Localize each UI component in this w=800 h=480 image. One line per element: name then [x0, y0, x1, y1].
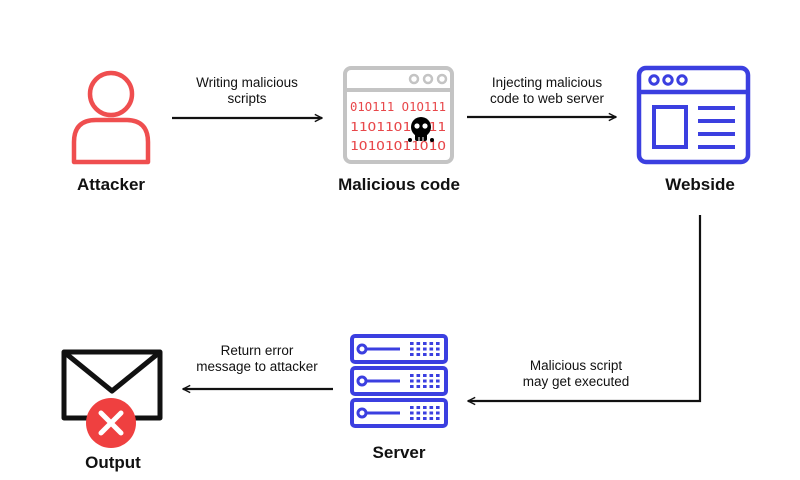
server-vent [416, 411, 421, 415]
server-vent [423, 411, 427, 415]
server-vent [429, 379, 434, 383]
server-vent [423, 379, 427, 383]
server-vent [429, 353, 434, 356]
server-vent [429, 385, 434, 388]
label-server: Server [372, 443, 426, 462]
server-vent [429, 347, 434, 351]
server-vent [410, 353, 414, 356]
server-indicator-icon [356, 343, 368, 355]
server-vent [429, 374, 434, 377]
server-vent [436, 374, 440, 377]
server-vent [416, 347, 421, 351]
server-vent [436, 347, 440, 351]
server-vent [429, 411, 434, 415]
browser-window-icon [636, 65, 751, 165]
server-indicator-icon [356, 375, 368, 387]
server-vent [410, 385, 414, 388]
server-vent [436, 411, 440, 415]
person-icon [71, 70, 151, 165]
skull-icon [408, 117, 434, 142]
server-vent [416, 374, 421, 377]
edge-label-return-error: Return error message to attacker [196, 343, 318, 374]
server-vent [423, 417, 427, 420]
server-vent [429, 342, 434, 345]
server-vent [423, 347, 427, 351]
server-vent [436, 353, 440, 356]
server-vent [410, 379, 414, 383]
server-indicator-icon [356, 407, 368, 419]
server-vent [410, 374, 414, 377]
binary-row-1: 01O111 O1O111 [350, 99, 446, 114]
server-vent [410, 342, 414, 345]
label-malicious-code: Malicious code [338, 175, 460, 194]
code-window-icon: 01O111 O1O111 11O11O11O11 1O1O1O11O1O [343, 66, 454, 164]
server-vent [416, 379, 421, 383]
binary-row-2: 11O11O11O11 [350, 119, 446, 134]
binary-row-3: 1O1O1O11O1O [350, 138, 446, 153]
server-vent [423, 353, 427, 356]
server-rack-icon [350, 334, 448, 428]
error-x-icon [86, 398, 136, 448]
server-vent [410, 406, 414, 409]
label-attacker: Attacker [76, 175, 146, 194]
server-vent [423, 406, 427, 409]
server-vent [410, 411, 414, 415]
label-output: Output [85, 453, 141, 472]
edge-label-injecting-code: Injecting malicious code to web server [489, 75, 605, 106]
label-website: Webside [665, 175, 735, 194]
server-vent [423, 342, 427, 345]
server-vent [416, 385, 421, 388]
server-vent [410, 347, 414, 351]
server-vent [423, 385, 427, 388]
server-vent [416, 417, 421, 420]
arrow-website-to-server [468, 215, 702, 401]
server-vent [416, 353, 421, 356]
server-vent [416, 406, 421, 409]
server-vent [436, 379, 440, 383]
server-vent [436, 385, 440, 388]
server-vent [423, 374, 427, 377]
server-vent [429, 406, 434, 409]
server-vent [429, 417, 434, 420]
server-vent [410, 417, 414, 420]
edge-label-writing-scripts: Writing malicious scripts [196, 75, 298, 106]
server-vent [436, 417, 440, 420]
server-vent [416, 342, 421, 345]
server-vent [436, 406, 440, 409]
edge-label-script-executed: Malicious script may get executed [522, 358, 630, 389]
server-vent [436, 342, 440, 345]
